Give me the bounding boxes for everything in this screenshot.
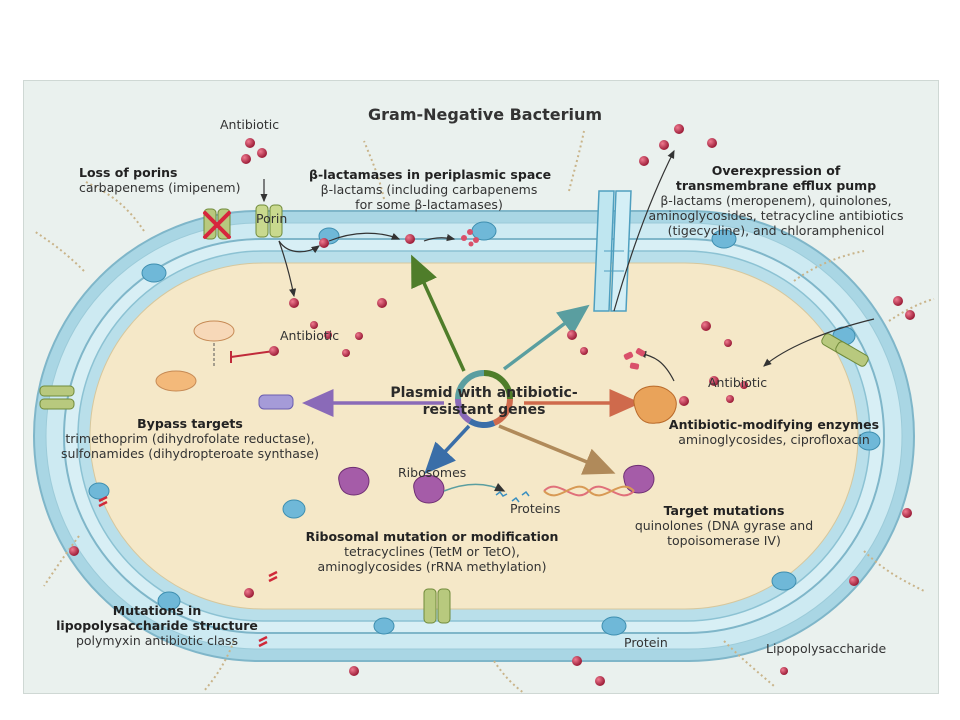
- diagram-title: Gram-Negative Bacterium: [368, 105, 603, 124]
- label-lps-mutations: Mutations in lipopolysaccharide structur…: [52, 603, 262, 648]
- label-antibiotic-inner: Antibiotic: [280, 328, 340, 343]
- efflux-line3: (tigecycline), and chloramphenicol: [667, 223, 885, 238]
- label-modifying-enzymes: Antibiotic-modifying enzymes aminoglycos…: [664, 417, 884, 447]
- bacterium-diagram: [33, 124, 935, 693]
- label-target-mutations: Target mutations quinolones (DNA gyrase …: [624, 503, 824, 548]
- beta-lactamases-line1: β-lactams (including carbapenems: [320, 182, 538, 197]
- ribosomal-heading: Ribosomal mutation or modification: [305, 529, 559, 544]
- target-heading: Target mutations: [663, 503, 785, 518]
- label-antibiotic-right: Antibiotic: [708, 375, 768, 390]
- efflux-line1: β-lactams (meropenem), quinolones,: [660, 193, 892, 208]
- bypass-heading: Bypass targets: [137, 416, 243, 431]
- loss-of-porins-line1: carbapenems (imipenem): [79, 180, 241, 195]
- label-ribosomal-mutation: Ribosomal mutation or modification tetra…: [292, 529, 572, 574]
- beta-lactamases-line2: for some β-lactamases): [355, 197, 503, 212]
- label-lipopolysaccharide: Lipopolysaccharide: [766, 641, 887, 656]
- porin-right: [821, 333, 869, 367]
- ribosomes: [338, 464, 655, 504]
- plasmid-arrows: [302, 254, 641, 475]
- modifying-enzyme: [633, 385, 677, 424]
- ribosomal-line1: tetracyclines (TetM or TetO),: [344, 544, 520, 559]
- lps-line1: polymyxin antibiotic class: [75, 633, 239, 648]
- efflux-line2: aminoglycosides, tetracycline antibiotic…: [648, 208, 904, 223]
- porin-left: [39, 385, 75, 410]
- target-line1: quinolones (DNA gyrase and: [634, 518, 814, 533]
- modifying-heading: Antibiotic-modifying enzymes: [668, 417, 880, 432]
- target-line2: topoisomerase IV): [667, 533, 781, 548]
- efflux-pump: [593, 190, 632, 312]
- beta-lactamases-heading: β-lactamases in periplasmic space: [309, 167, 552, 182]
- lps-mutation-markers: [98, 495, 278, 648]
- cell-membrane: [33, 210, 915, 662]
- efflux-heading2: transmembrane efflux pump: [675, 178, 877, 193]
- plasmid-line2: resistant genes: [422, 402, 546, 418]
- lipopolysaccharide-chains: [33, 130, 935, 693]
- porin-bottom: [423, 588, 451, 624]
- label-plasmid: Plasmid with antibiotic- resistant genes: [386, 385, 582, 419]
- label-bypass-targets: Bypass targets trimethoprim (dihydrofola…: [54, 416, 326, 461]
- label-protein: Protein: [624, 635, 668, 650]
- bypass-line2: sulfonamides (dihydropteroate synthase): [60, 446, 319, 461]
- ribosomal-line2: aminoglycosides (rRNA methylation): [317, 559, 547, 574]
- pathway-arrows: [260, 149, 875, 382]
- dna-helix: [543, 485, 635, 497]
- porin-top: [255, 204, 283, 238]
- modifying-line1: aminoglycosides, ciprofloxacin: [678, 432, 870, 447]
- lps-heading2: lipopolysaccharide structure: [56, 618, 258, 633]
- bypass-line1: trimethoprim (dihydrofolate reductase),: [65, 431, 315, 446]
- loss-of-porins-heading: Loss of porins: [79, 165, 178, 180]
- label-antibiotic-top: Antibiotic: [220, 117, 280, 132]
- label-proteins: Proteins: [510, 501, 561, 516]
- antibiotic-molecules: [69, 124, 915, 686]
- figure-frame: Gram-Negative Bacterium Antibiotic Porin…: [23, 80, 939, 694]
- label-efflux-pump: Overexpression of transmembrane efflux p…: [628, 163, 924, 238]
- label-loss-of-porins: Loss of porins carbapenems (imipenem): [79, 165, 240, 195]
- label-ribosomes: Ribosomes: [398, 465, 467, 480]
- plasmid-ring: [454, 370, 513, 428]
- lps-heading1: Mutations in: [112, 603, 202, 618]
- porin-left-lost: [203, 208, 231, 240]
- label-beta-lactamases: β-lactamases in periplasmic space β-lact…: [309, 167, 552, 212]
- protein-fragments: [495, 490, 530, 503]
- label-porin: Porin: [256, 211, 288, 226]
- efflux-heading1: Overexpression of: [711, 163, 841, 178]
- bypass-targets: [155, 320, 294, 410]
- antibiotic-fragments: [461, 229, 646, 370]
- plasmid-line1: Plasmid with antibiotic-: [390, 385, 578, 401]
